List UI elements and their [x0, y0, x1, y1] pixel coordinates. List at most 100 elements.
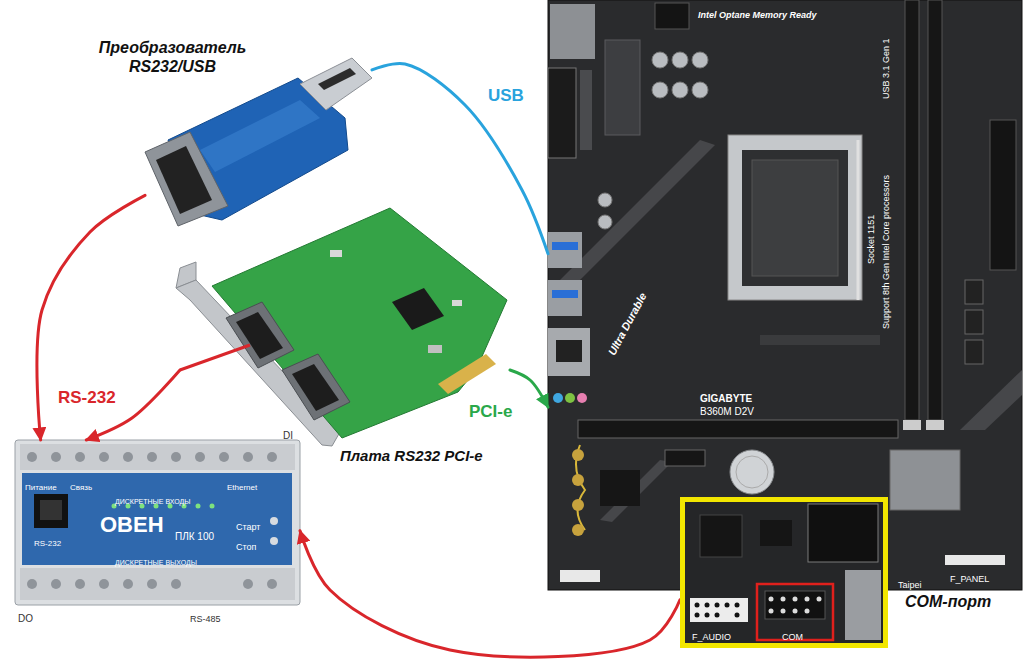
- board-marking: B360M D2V: [700, 406, 754, 418]
- label-slot: RS-485: [190, 608, 221, 626]
- board-marking: Taipei: [898, 580, 922, 591]
- terminal: [75, 452, 85, 462]
- label-slot: Taipei: [898, 574, 922, 592]
- terminal: [99, 579, 109, 589]
- led: [210, 504, 215, 509]
- button: [270, 517, 278, 525]
- terminal-strip: [20, 568, 295, 600]
- brand-logo: ОВЕН: [100, 512, 164, 538]
- terminal: [219, 452, 229, 462]
- label-slot: Support 8th Gen Intel Core processors: [875, 175, 893, 329]
- terminal: [51, 452, 61, 462]
- atx-24pin-connector: [990, 120, 1016, 270]
- text-slot: B360M D2V: [700, 401, 754, 419]
- plc-front-panel: [22, 473, 292, 565]
- audio-jack: [565, 393, 575, 403]
- slot-detail: [808, 504, 878, 562]
- terminal: [123, 579, 133, 589]
- text-slot: Питание: [25, 476, 57, 494]
- chipset-heatsink: [890, 450, 960, 510]
- chip: [700, 515, 742, 557]
- port-label: RS-232: [34, 539, 61, 549]
- connector-detail: [845, 570, 881, 640]
- capacitor: [572, 474, 584, 486]
- pin: [695, 613, 700, 618]
- capacitor: [652, 52, 668, 68]
- text-slot: ПЛК 100: [175, 526, 214, 544]
- usb-plug: [300, 58, 372, 110]
- port-label: RS-485: [190, 614, 221, 625]
- header-label: F_AUDIO: [692, 632, 731, 643]
- edge-label-slot: USB: [485, 86, 527, 106]
- usb-plug-tongue: [318, 68, 356, 90]
- chip: [760, 520, 792, 546]
- signal-cable: [372, 64, 548, 254]
- board-marking: Support 8th Gen Intel Core processors: [881, 175, 892, 329]
- cmos-battery: [730, 450, 774, 494]
- board-stripe: [960, 370, 1022, 430]
- panel-label: ДИСКРЕТНЫЕ ВХОДЫ: [115, 498, 190, 506]
- db9-shell: [282, 354, 350, 420]
- text-slot: COM-порт: [905, 592, 991, 611]
- board-marking: Intel Optane Memory Ready: [698, 10, 817, 21]
- pin: [695, 603, 700, 608]
- pin: [769, 597, 774, 602]
- panel-label: Питание: [25, 483, 57, 493]
- rj45-jack: [34, 494, 68, 528]
- terminal: [267, 579, 277, 589]
- db9-socket: [236, 312, 283, 359]
- device-caption: Плата RS232 PCI-e: [340, 447, 483, 465]
- terminal: [243, 452, 253, 462]
- db9-socket: [156, 146, 212, 214]
- usb-rs232-adapter: Преобразователь RS232/USB: [145, 60, 372, 225]
- plc-housing: [15, 440, 300, 605]
- ram-latch: [926, 420, 944, 430]
- pcie-x1-slot: [665, 450, 705, 466]
- motherboard: Intel Optane Memory ReadyGIGABYTEB360M D…: [548, 0, 1022, 590]
- pcie-fingers: [438, 354, 496, 394]
- capacitor: [598, 215, 612, 229]
- terminal: [171, 579, 181, 589]
- pin: [735, 613, 740, 618]
- text-slot: Ultra Durable: [602, 289, 650, 358]
- header-label: COM: [782, 632, 803, 643]
- port-label: Ethernet: [227, 483, 257, 493]
- board-marking: GIGABYTE: [700, 393, 752, 405]
- sata-port: [965, 280, 983, 304]
- capacitor: [692, 52, 708, 68]
- pin: [725, 603, 730, 608]
- capacitor: [598, 193, 612, 207]
- ram-slot: [905, 0, 919, 420]
- label-slot: F_PANEL: [950, 568, 989, 586]
- terminal: [51, 579, 61, 589]
- capacitor: [572, 499, 584, 511]
- device-caption: Преобразователь RS232/USB: [85, 38, 260, 76]
- pin: [705, 613, 710, 618]
- panel-label: Связь: [70, 483, 92, 493]
- component: [452, 300, 462, 306]
- text-slot: F_AUDIO: [692, 626, 731, 644]
- pin: [715, 613, 720, 618]
- edge-label-slot: PCI-e: [466, 402, 515, 422]
- board-marking: Ultra Durable: [606, 291, 650, 358]
- led: [196, 504, 201, 509]
- cpu-socket-frame: [728, 135, 862, 300]
- lan-socket: [556, 340, 582, 362]
- db9-shell: [145, 132, 228, 226]
- button-label: Стоп: [236, 542, 256, 553]
- terminal-strip: [20, 444, 295, 470]
- audio-jack: [577, 393, 587, 403]
- terminal: [99, 452, 109, 462]
- callout-caption: COM-порт: [905, 592, 991, 611]
- audio-header: [690, 598, 748, 622]
- model-name: ПЛК 100: [175, 531, 214, 543]
- pin: [781, 597, 786, 602]
- pcie-x16-slot: [578, 420, 898, 438]
- pin: [805, 597, 810, 602]
- capacitor: [672, 52, 688, 68]
- signal-cable: [510, 370, 548, 407]
- vrm-heatsink: [605, 40, 640, 135]
- cpu-socket-pins: [752, 160, 838, 276]
- text-slot: GIGABYTE: [700, 388, 752, 406]
- cpu-socket: [742, 150, 848, 286]
